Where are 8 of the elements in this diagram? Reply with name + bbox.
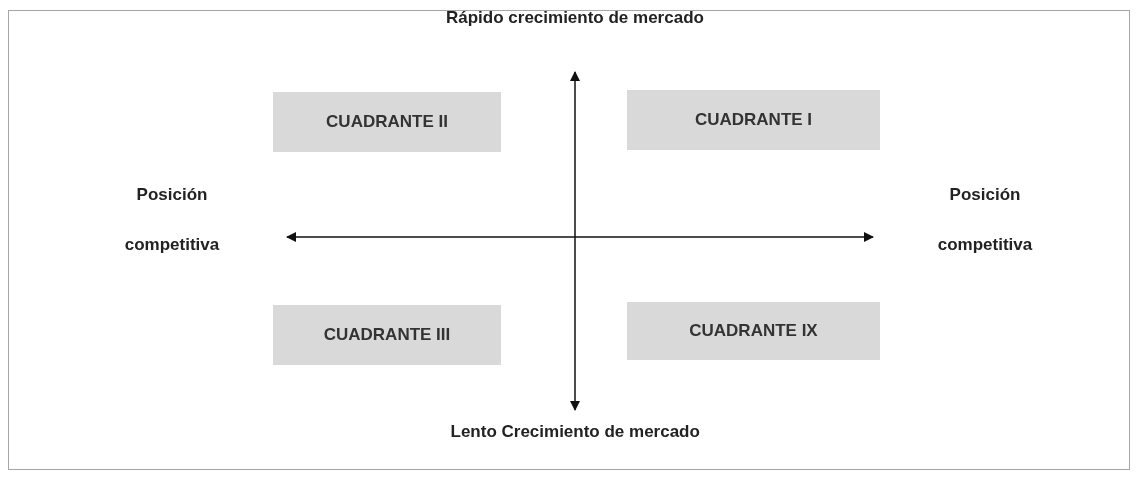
axis-label: Posición competitiva <box>936 184 1034 256</box>
axis-label: Lento Crecimiento de mercado <box>450 422 700 442</box>
axis-label: Rápido crecimiento de mercado <box>446 8 704 28</box>
quadrant-box: CUADRANTE III <box>273 305 501 365</box>
quadrant-box: CUADRANTE II <box>273 92 501 152</box>
axis-label: Posición competitiva <box>123 184 221 256</box>
quadrant-box: CUADRANTE IX <box>627 302 880 360</box>
quadrant-box: CUADRANTE I <box>627 90 880 150</box>
